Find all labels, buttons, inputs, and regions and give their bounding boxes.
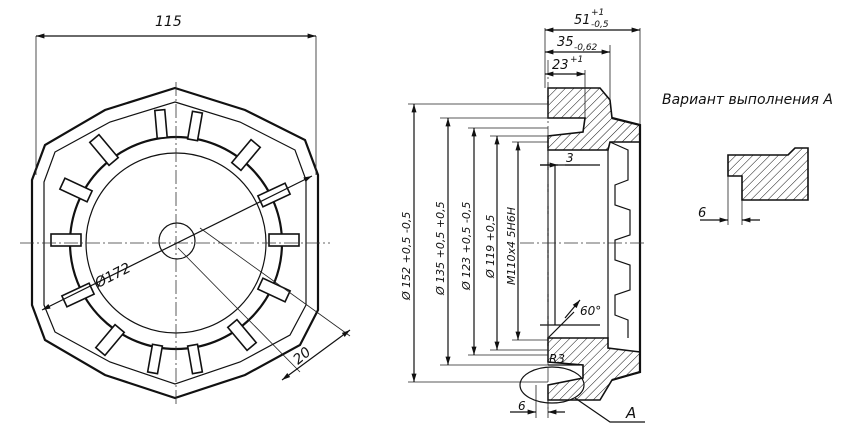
dim-51-tol-dn: -0,5 bbox=[591, 20, 609, 30]
radius-label: R3 bbox=[549, 352, 565, 366]
dim-23-base: 23 bbox=[552, 58, 569, 73]
dim-51-base: 51 bbox=[574, 13, 591, 28]
dim-23-tol-up: +1 bbox=[570, 55, 583, 65]
chamfer-line bbox=[547, 311, 575, 339]
dia-135-label: Ø 135 +0,5 +0,5 bbox=[434, 201, 447, 296]
inner-contour bbox=[43, 101, 307, 385]
section-view: 60° 51 +1 -0,5 35 -0,62 23 +1 3 Ø 152 +0… bbox=[400, 8, 645, 423]
bottom-dim-6-label: 6 bbox=[518, 399, 526, 413]
front-view: 115 Ø172 20 bbox=[20, 14, 351, 405]
lower-flange bbox=[547, 337, 641, 401]
dia-119-label: Ø 119 +0,5 bbox=[484, 215, 497, 279]
variant-title: Вариант выполнения А bbox=[662, 92, 833, 108]
angle-label: 60° bbox=[580, 304, 601, 318]
dia-123-label: Ø 123 +0,5 -0,5 bbox=[460, 202, 473, 291]
body-outline bbox=[611, 116, 642, 382]
slot-windows bbox=[50, 108, 300, 375]
slot-dimension-line bbox=[281, 329, 351, 381]
upper-flange bbox=[547, 87, 641, 151]
dim-51-tol-up: +1 bbox=[591, 8, 604, 18]
callout-label: A bbox=[625, 404, 636, 422]
callout-ellipse bbox=[519, 366, 585, 404]
variant-dim-6-label: 6 bbox=[698, 206, 706, 221]
outer-contour bbox=[30, 86, 320, 400]
variant-a: Вариант выполнения А 6 bbox=[662, 92, 833, 225]
stepped-profile bbox=[609, 141, 631, 338]
width-dimension-label: 115 bbox=[155, 14, 182, 30]
variant-hatched-section bbox=[727, 147, 809, 201]
diameter-dimension-label: Ø172 bbox=[92, 260, 134, 292]
dim-3-label: 3 bbox=[566, 151, 574, 165]
thread-label: M110x4 5H6H bbox=[505, 207, 518, 285]
diameter-dimension-line bbox=[41, 175, 313, 311]
center-hole bbox=[158, 222, 196, 260]
dia-152-label: Ø 152 +0,5 -0,5 bbox=[400, 212, 413, 301]
dim-35-tol-dn: -0,62 bbox=[574, 43, 598, 53]
dim-35-base: 35 bbox=[557, 35, 574, 50]
